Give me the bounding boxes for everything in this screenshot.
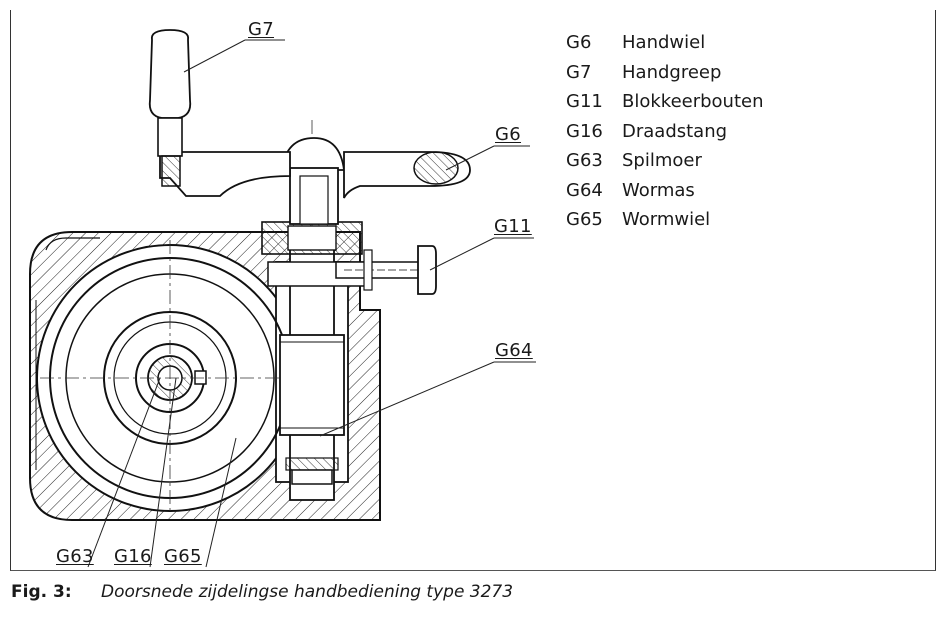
legend-label: Blokkeerbouten <box>622 91 764 112</box>
legend-code: G16 <box>566 120 603 142</box>
legend-label: Wormas <box>622 179 695 201</box>
legend-label: Wormwiel <box>622 209 711 230</box>
caption-label: Fig. 3: <box>11 582 72 602</box>
callout-g63: G63 <box>56 546 94 567</box>
caption-text: Doorsnede zijdelingse handbediening type… <box>101 582 514 602</box>
figure-frame <box>10 10 936 571</box>
callout-g64: G64 <box>495 340 533 361</box>
callout-g11: G11 <box>494 216 532 237</box>
legend-item: G64 Wormas <box>566 176 764 206</box>
legend-item: G11 Blokkeerbouten <box>566 87 764 117</box>
legend-item: G7 Handgreep <box>566 58 764 88</box>
legend-item: G16 Draadstang <box>566 117 764 147</box>
legend-code: G64 <box>566 179 603 201</box>
parts-legend: G6 Handwiel G7 Handgreep G11 Blokkeerbou… <box>566 28 764 235</box>
legend-label: Handwiel <box>622 32 706 53</box>
callout-g16: G16 <box>114 546 152 567</box>
legend-label: Handgreep <box>622 61 722 83</box>
locking-bolt <box>335 245 437 295</box>
legend-code: G11 <box>566 91 603 112</box>
legend-label: Spilmoer <box>622 150 702 171</box>
callout-g65: G65 <box>164 546 202 567</box>
legend-label: Draadstang <box>622 120 728 142</box>
legend-code: G7 <box>566 61 592 83</box>
handle-grip <box>148 29 192 187</box>
handwheel <box>159 137 471 225</box>
callout-g6: G6 <box>495 124 522 145</box>
legend-item: G6 Handwiel <box>566 28 764 58</box>
legend-item: G63 Spilmoer <box>566 146 764 176</box>
legend-code: G65 <box>566 209 603 230</box>
legend-item: G65 Wormwiel <box>566 205 764 235</box>
legend-code: G63 <box>566 150 603 171</box>
bearing-block <box>261 221 367 287</box>
legend-code: G6 <box>566 32 592 53</box>
callout-g7: G7 <box>248 19 275 40</box>
figure-caption: Fig. 3: Doorsnede zijdelingse handbedieni… <box>11 582 513 602</box>
leader-lines <box>87 39 536 568</box>
